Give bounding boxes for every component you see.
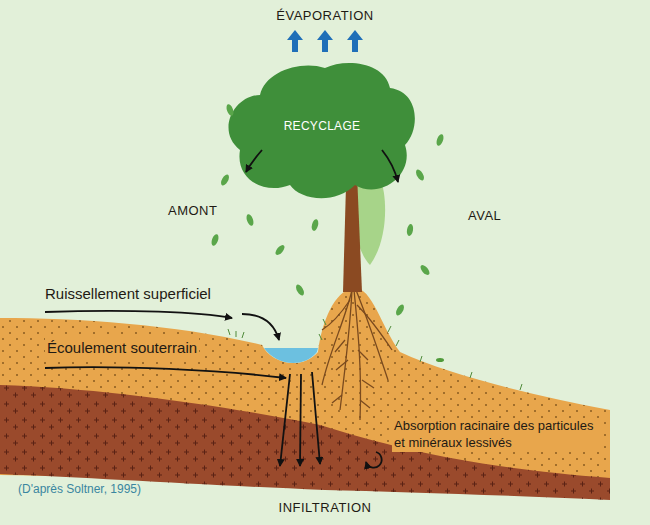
flow-arrows xyxy=(366,452,382,468)
tree-crown xyxy=(229,63,415,198)
evaporation-arrows xyxy=(317,30,333,52)
crown-label: RECYCLAGE xyxy=(284,119,361,135)
leaves xyxy=(419,263,431,276)
leaves xyxy=(436,358,444,362)
source-note: (D'après Soltner, 1995) xyxy=(18,482,141,498)
roots xyxy=(322,290,392,420)
process-label: Absorption racinaire des particules et m… xyxy=(392,418,601,452)
grass xyxy=(228,319,522,390)
flow-arrows xyxy=(382,150,398,182)
leaves xyxy=(219,173,230,186)
flow-arrows xyxy=(45,367,286,378)
flow-arrows xyxy=(45,311,232,318)
leaves xyxy=(406,224,414,237)
subsoil-layer xyxy=(0,385,610,500)
leaves xyxy=(274,243,286,256)
subsoil-layer xyxy=(0,385,610,500)
upstream-label: AMONT xyxy=(168,203,217,220)
leaves xyxy=(311,218,320,231)
evaporation-arrows xyxy=(287,30,303,52)
subsoil-layer xyxy=(0,385,610,500)
leaves xyxy=(435,133,445,146)
roots xyxy=(332,340,374,408)
leaves xyxy=(394,303,405,316)
flow-label: INFILTRATION xyxy=(279,500,372,517)
leaves xyxy=(414,168,425,181)
flow-label: Ruissellement superficiel xyxy=(45,284,211,304)
roots xyxy=(357,305,392,350)
leaves xyxy=(245,213,255,226)
flow-arrows xyxy=(45,150,398,468)
leaves xyxy=(210,103,445,362)
roots xyxy=(322,300,350,330)
roots xyxy=(322,290,352,385)
flow-arrows xyxy=(242,314,279,340)
evaporation-arrows xyxy=(347,30,363,52)
roots xyxy=(340,290,352,410)
leaves xyxy=(294,283,305,296)
roots xyxy=(354,290,361,420)
flow-arrows xyxy=(300,374,301,466)
flow-label: Écoulement souterrain xyxy=(45,338,199,358)
grass xyxy=(228,319,522,390)
leaves xyxy=(225,103,235,116)
leaves xyxy=(210,233,220,246)
flow-arrows xyxy=(280,374,290,466)
flow-arrows xyxy=(312,372,320,464)
evaporation-arrows xyxy=(287,30,363,52)
heading-label: ÉVAPORATION xyxy=(276,8,373,25)
roots xyxy=(356,290,388,380)
downstream-label: AVAL xyxy=(468,208,501,225)
water-pool xyxy=(264,348,318,363)
flow-arrows xyxy=(246,150,262,172)
